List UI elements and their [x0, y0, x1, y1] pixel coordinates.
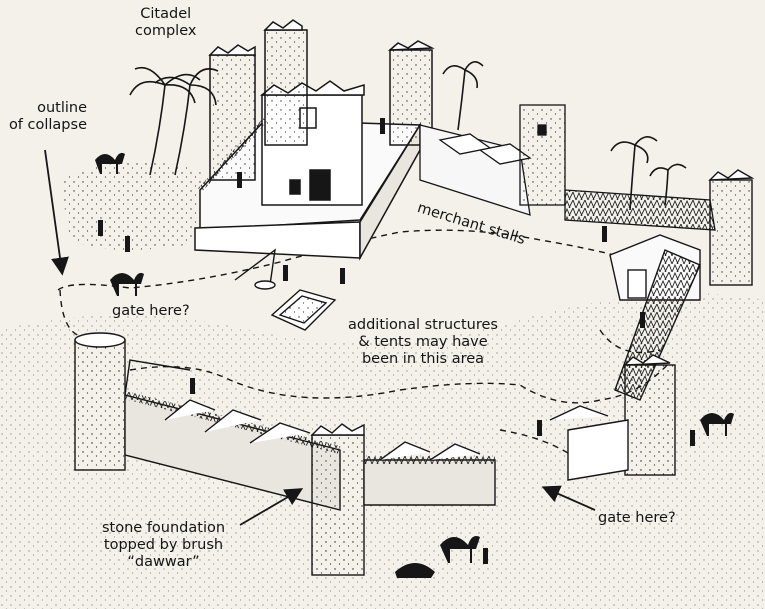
camels-and-people [95, 118, 734, 578]
ground-mound-west [60, 162, 210, 250]
south-tower [311, 434, 365, 576]
gate-west-label: gate here? [112, 303, 190, 319]
east-tower [519, 104, 566, 206]
gate-east-arrow [541, 485, 596, 511]
merchant-stalls [419, 104, 716, 231]
collapse-label-line-1: outline [37, 100, 87, 116]
southeast-structures [549, 354, 676, 481]
collapse-arrow [44, 149, 69, 276]
palm-trees-east [442, 61, 687, 211]
foundation-label-line-3: “dawwar” [127, 554, 200, 570]
camel-south [440, 536, 480, 563]
foundation-arrow [239, 488, 304, 526]
foundation-label: stone foundation topped by brush “dawwar… [102, 520, 225, 571]
northeast-tower [709, 179, 753, 286]
citadel-enclosure-wall [194, 221, 361, 259]
citadel-tower-2 [264, 29, 308, 146]
southeast-tower [624, 364, 676, 476]
collapse-label-line-2: of collapse [8, 117, 87, 133]
citadel-label: Citadel complex [135, 6, 196, 40]
additional-label-line-2: & tents may have [358, 334, 488, 350]
collapse-label: outline of collapse [5, 100, 87, 134]
citadel-complex [194, 19, 435, 261]
camel-resting [395, 563, 435, 578]
well-and-trough [234, 248, 337, 331]
additional-structures-label: additional structures & tents may have b… [348, 317, 498, 368]
west-rubble [124, 359, 191, 396]
citadel-label-line-1: Citadel [140, 6, 192, 22]
additional-label-line-3: been in this area [361, 351, 485, 367]
southwest-tower [74, 339, 126, 471]
citadel-label-line-2: complex [135, 23, 197, 39]
gate-east-label: gate here? [598, 510, 676, 526]
camel-west-2 [110, 272, 144, 296]
desert-ground [0, 293, 765, 609]
south-wall [74, 332, 496, 576]
camel-west-1 [95, 152, 125, 174]
foundation-label-line-2: topped by brush [103, 537, 224, 553]
additional-label-line-1: additional structures [348, 317, 498, 333]
foundation-label-line-1: stone foundation [102, 520, 226, 536]
palm-trees-west [129, 66, 219, 176]
citadel-tower-1 [209, 54, 256, 181]
camel-east [700, 412, 734, 436]
people-figures [98, 118, 695, 564]
